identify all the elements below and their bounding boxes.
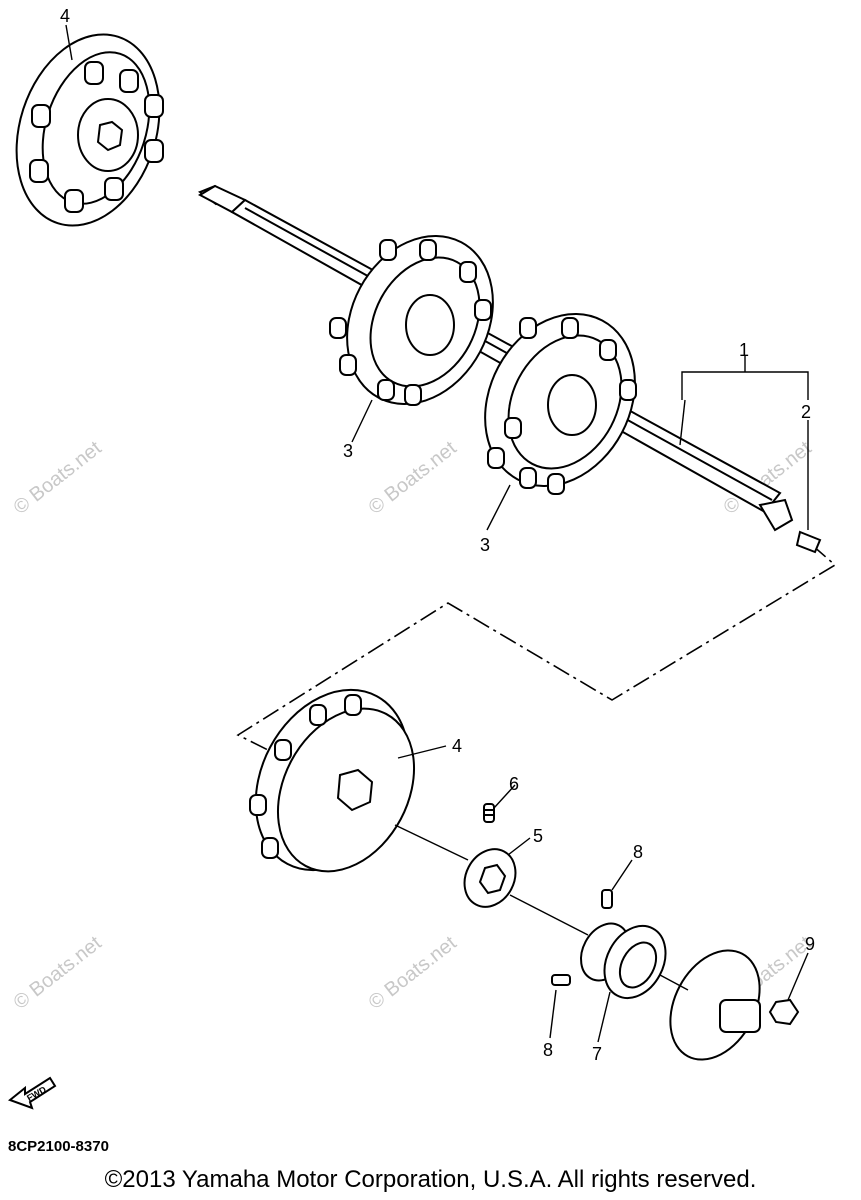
watermark: © Boats.net [10, 437, 106, 519]
callout-3: 3 [480, 535, 490, 555]
callout-9: 9 [805, 934, 815, 954]
sprocket-middle-1 [329, 234, 494, 406]
callout-labels: 1 2 3 3 4 4 5 6 7 8 8 9 [60, 6, 815, 1064]
callout-3: 3 [343, 441, 353, 461]
callout-2: 2 [801, 402, 811, 422]
fwd-arrow-icon: FWD [7, 1076, 57, 1110]
sprocket-outer-bottom [249, 688, 416, 873]
bearing-housing [551, 889, 667, 1000]
callout-8: 8 [633, 842, 643, 862]
sprocket-middle-2 [484, 313, 637, 495]
callout-1: 1 [739, 340, 749, 360]
watermark: © Boats.net [365, 932, 461, 1014]
watermark: © Boats.net [10, 932, 106, 1014]
copyright-notice: ©2013 Yamaha Motor Corporation, U.S.A. A… [104, 1166, 757, 1193]
callout-7: 7 [592, 1044, 602, 1064]
watermark: © Boats.net [365, 437, 461, 519]
sprocket-outer-top [15, 33, 164, 227]
callout-8: 8 [543, 1040, 553, 1060]
assembly-guide-line [236, 544, 837, 753]
leader-lines [65, 24, 809, 1043]
watermarks: © Boats.net © Boats.net © Boats.net © Bo… [10, 437, 816, 1014]
callout-5: 5 [533, 826, 543, 846]
part-code: 8CP2100-8370 [8, 1138, 109, 1155]
callout-6: 6 [509, 774, 519, 794]
callout-4: 4 [452, 736, 462, 756]
flange-and-nut [669, 949, 800, 1061]
collar-and-screw [463, 803, 517, 908]
callout-4: 4 [60, 6, 70, 26]
